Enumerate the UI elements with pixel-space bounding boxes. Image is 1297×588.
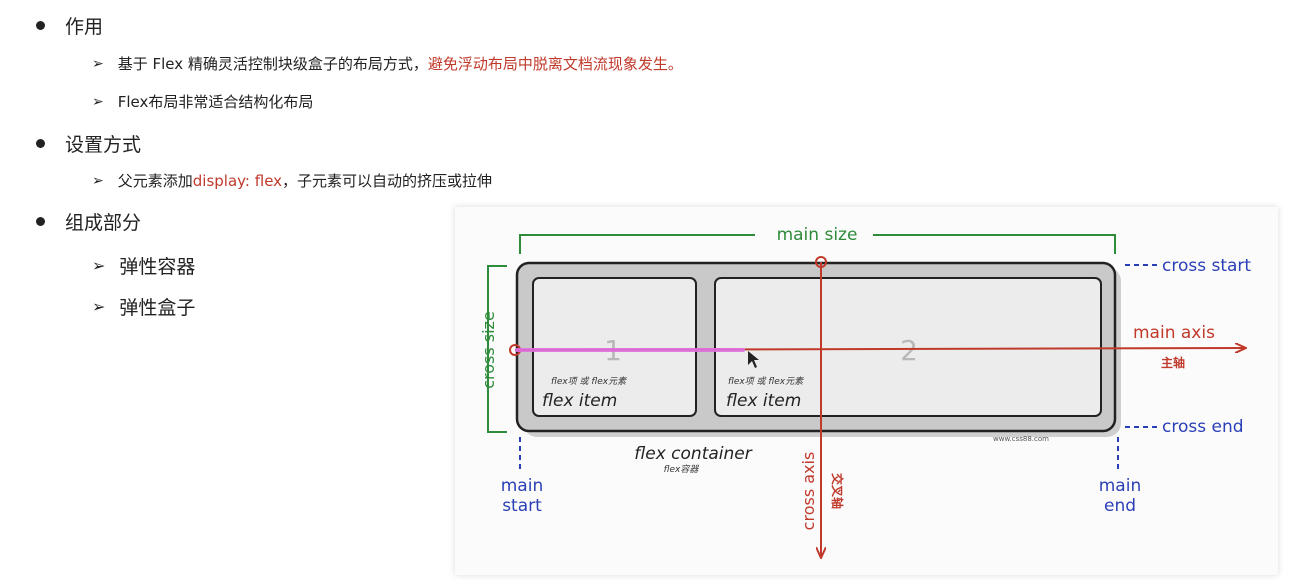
bullet-section-components: 组成部分	[36, 208, 141, 235]
list-item: ➢ 弹性容器	[92, 252, 195, 279]
bullet-section-setup: 设置方式	[36, 130, 141, 157]
arrow-bullet-icon: ➢	[92, 93, 104, 110]
bullet-dot	[36, 217, 45, 226]
list-item: ➢ Flex布局非常适合结构化布局	[92, 91, 313, 112]
watermark: www.css88.com	[993, 435, 1049, 443]
main-size-bracket	[519, 234, 1116, 254]
arrow-bullet-icon: ➢	[92, 172, 104, 189]
main-size-label: main size	[777, 225, 858, 245]
arrow-bullet-icon: ➢	[92, 256, 106, 275]
item-text: 弹性容器	[119, 256, 196, 278]
flex-container-caption-cn: flex容器	[664, 464, 700, 475]
flex-item-1-box	[532, 277, 697, 417]
item-text: 基于 Flex 精确灵活控制块级盒子的布局方式，	[117, 55, 428, 73]
main-axis-label: main axis	[1133, 323, 1215, 343]
arrow-bullet-icon: ➢	[92, 297, 106, 316]
main-axis-label-cn: 主轴	[1161, 355, 1185, 370]
section-title: 组成部分	[65, 212, 142, 234]
cross-end-label: cross end	[1162, 417, 1244, 437]
flex-item-2-caption: flex item	[726, 391, 801, 411]
item-text: Flex布局非常适合结构化布局	[117, 93, 314, 111]
cursor-icon	[748, 351, 759, 368]
item-text: 父元素添加	[117, 172, 193, 190]
list-item: ➢ 弹性盒子	[92, 293, 195, 320]
cross-axis-label: cross axis	[799, 452, 818, 531]
flexbox-diagram: main size cross size 1 flex项 或 flex元素 fl…	[455, 207, 1278, 575]
item-highlight: 避免浮动布局中脱离文档流现象发生。	[427, 55, 683, 73]
flex-item-2-number: 2	[900, 334, 918, 367]
arrow-bullet-icon: ➢	[92, 55, 104, 72]
flex-item-2-box	[714, 277, 1102, 417]
cross-axis-origin-icon	[815, 256, 827, 268]
list-item: ➢ 基于 Flex 精确灵活控制块级盒子的布局方式，避免浮动布局中脱离文档流现象…	[92, 53, 683, 74]
bullet-section-purpose: 作用	[36, 12, 103, 39]
flex-item-2-caption-cn: flex项 或 flex元素	[728, 376, 804, 387]
bullet-dot	[36, 139, 45, 148]
list-item: ➢ 父元素添加 display: flex，子元素可以自动的挤压或拉伸	[92, 170, 492, 191]
section-title: 作用	[65, 16, 104, 38]
cross-size-label: cross size	[479, 311, 498, 389]
main-end-label-line2: end	[1104, 496, 1136, 516]
flex-container-caption: flex container	[634, 444, 752, 464]
item-text: 弹性盒子	[119, 297, 196, 319]
item-highlight: display: flex	[192, 171, 283, 190]
flex-item-1-caption-cn: flex项 或 flex元素	[551, 376, 627, 387]
item-text-after: ，子元素可以自动的挤压或拉伸	[282, 172, 493, 190]
main-start-label-line2: start	[502, 496, 542, 516]
cross-axis-label-cn: 交叉轴	[830, 473, 845, 509]
main-end-label-line1: main	[1099, 476, 1141, 496]
cross-size-bracket	[487, 265, 507, 433]
main-start-label-line1: main	[501, 476, 543, 496]
section-title: 设置方式	[65, 134, 142, 156]
bullet-dot	[36, 21, 45, 30]
flexbox-diagram-svg: main size cross size 1 flex项 或 flex元素 fl…	[479, 225, 1251, 575]
flex-item-1-caption: flex item	[542, 391, 617, 411]
cross-start-label: cross start	[1162, 256, 1251, 276]
